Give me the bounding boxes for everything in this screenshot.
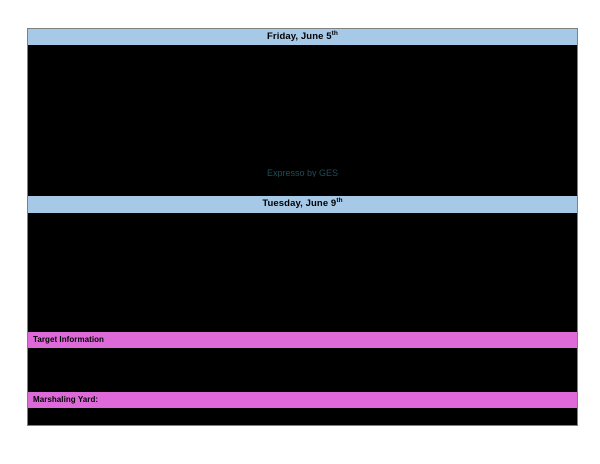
section-bar-target-information-label: Target Information [33, 335, 104, 344]
day-header-tuesday-ordinal: th [336, 196, 343, 204]
day-header-friday-ordinal: th [331, 29, 338, 37]
day-header-friday: Friday, June 5th [28, 29, 577, 45]
day-header-friday-text: Friday, June 5 [267, 31, 332, 42]
day-header-tuesday: Tuesday, June 9th [28, 196, 577, 213]
schedule-content-block: Friday, June 5th Expresso by GES Tuesday… [27, 28, 578, 426]
expresso-link-row: Expresso by GES [28, 163, 577, 178]
marshaling-yard-empty-area [28, 408, 577, 425]
target-information-empty-area [28, 348, 577, 392]
friday-body-lower-empty-area [28, 177, 577, 196]
tuesday-body-empty-area [28, 213, 577, 332]
expresso-by-ges-link[interactable]: Expresso by GES [266, 168, 339, 178]
day-header-tuesday-text: Tuesday, June 9 [262, 198, 337, 209]
section-bar-marshaling-yard-label: Marshaling Yard: [33, 395, 99, 404]
section-bar-target-information: Target Information [28, 332, 577, 348]
section-bar-marshaling-yard: Marshaling Yard: [28, 392, 577, 408]
friday-body-empty-area [28, 45, 577, 163]
